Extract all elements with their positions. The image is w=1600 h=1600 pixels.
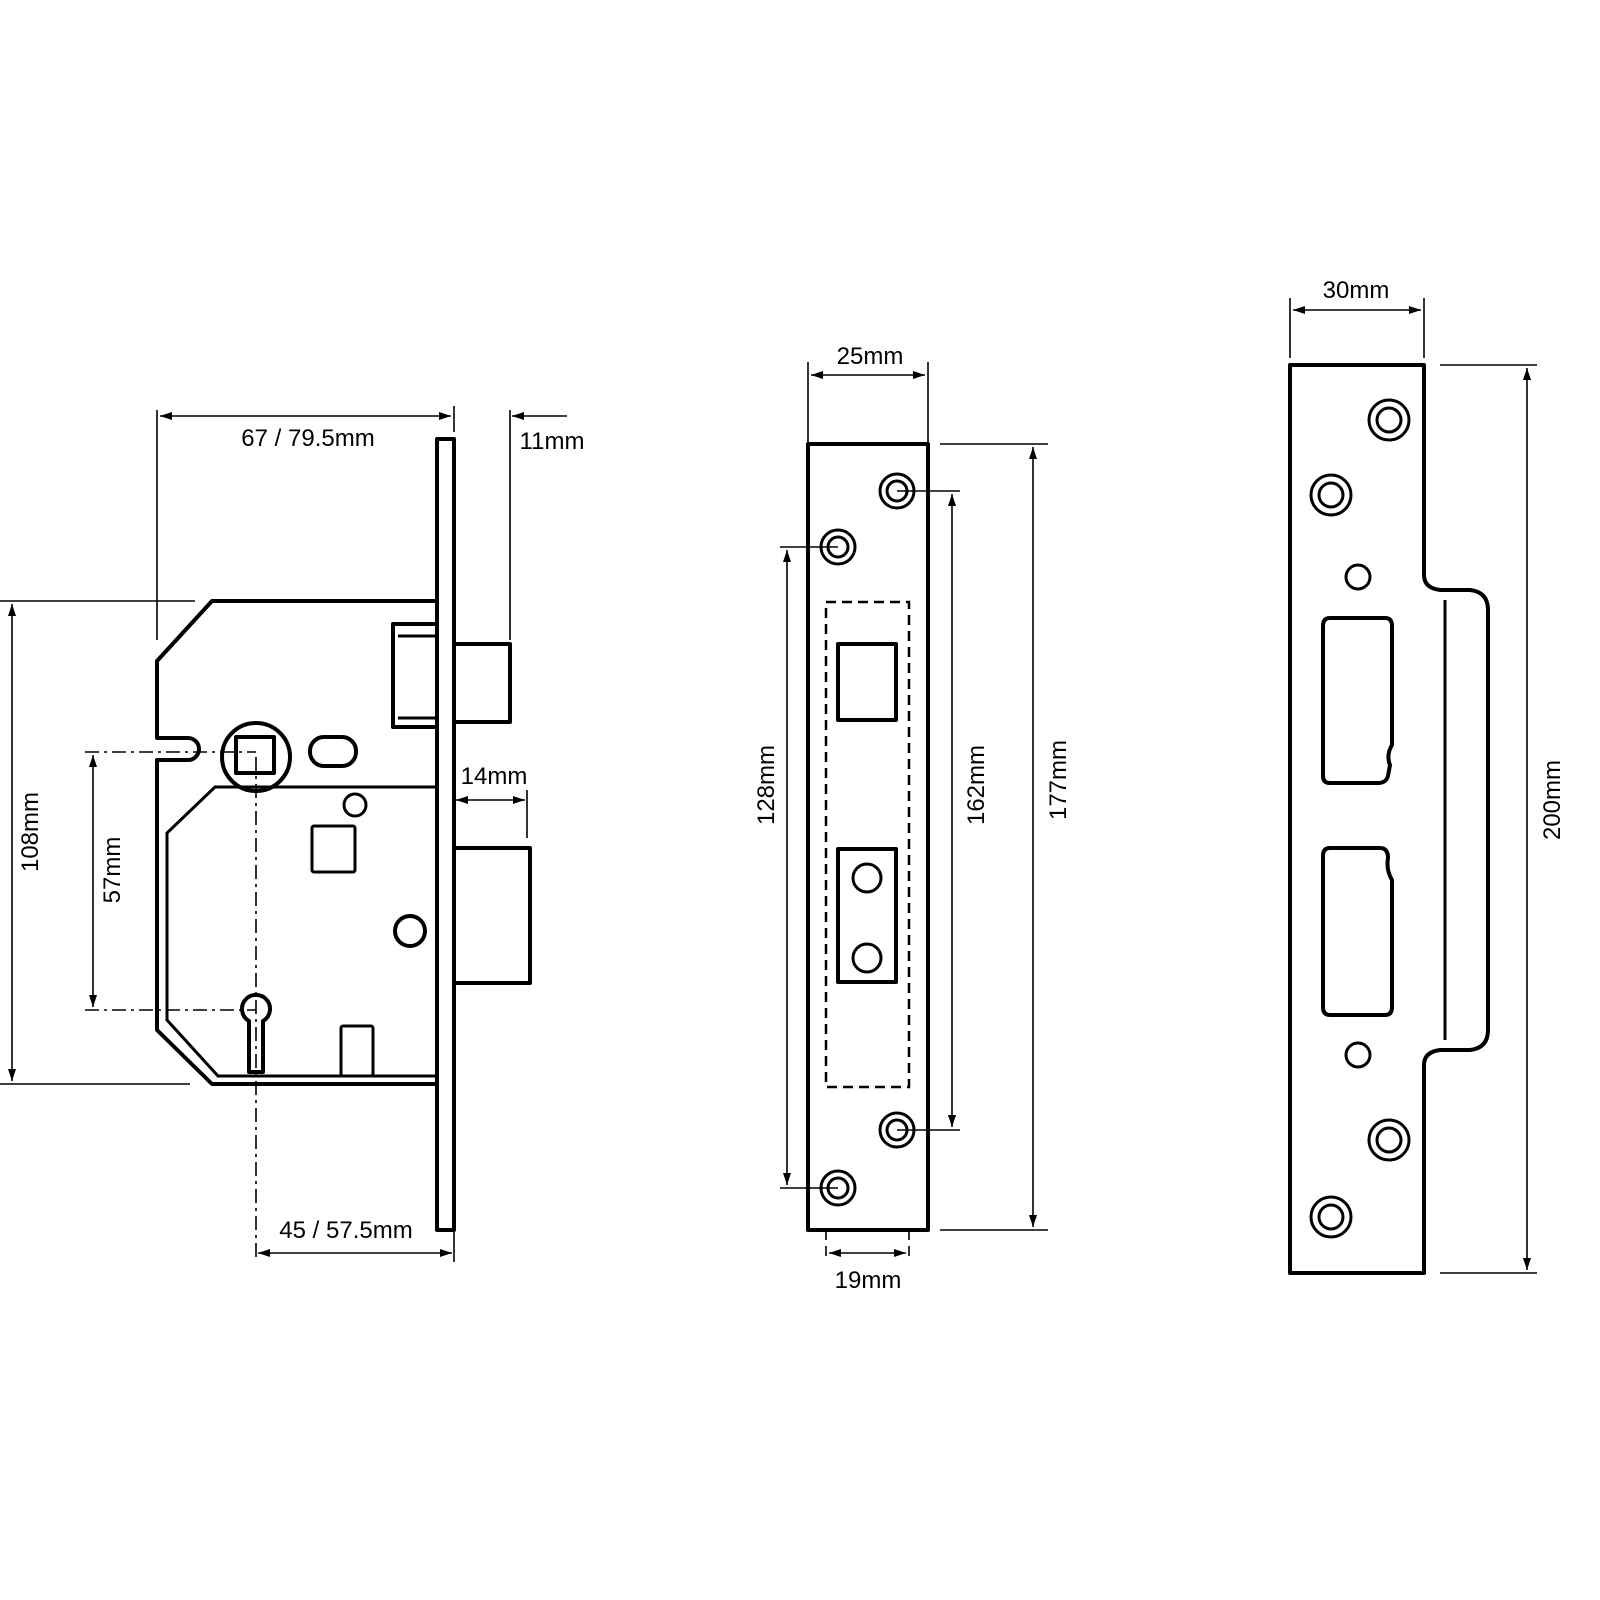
latch-projection-label: 11mm bbox=[520, 428, 585, 455]
follower-square bbox=[234, 735, 276, 775]
latch-opening bbox=[836, 847, 898, 984]
screw-hole-icon bbox=[1309, 398, 1411, 1239]
forend-drawing: 25mm 177mm 162mm 128mm 19mm bbox=[753, 343, 1072, 1294]
forend-height-label: 177mm bbox=[1045, 740, 1072, 820]
inner-fixing-centres-label: 128mm bbox=[753, 745, 780, 825]
lever-slot bbox=[339, 1024, 375, 1078]
dead-bolt bbox=[452, 846, 532, 985]
centres-label: 57mm bbox=[99, 837, 126, 904]
latch-housing bbox=[391, 622, 439, 729]
fixing-hole bbox=[393, 914, 427, 948]
strike-height-label: 200mm bbox=[1539, 760, 1566, 840]
latch-bolt bbox=[452, 642, 512, 724]
case-outline-hidden bbox=[824, 600, 911, 1089]
deadbolt-recess bbox=[1321, 616, 1394, 785]
lock-inner-plate bbox=[165, 785, 437, 1078]
forend-plate bbox=[806, 442, 930, 1232]
forend-width-label: 25mm bbox=[837, 343, 904, 370]
lock-width-label: 67 / 79.5mm bbox=[241, 425, 374, 452]
sashlock-drawing: 67 / 79.5mm 11mm 14mm 108mm 57mm 45 / 57… bbox=[0, 406, 584, 1262]
square-cutout bbox=[310, 824, 357, 874]
case-width-label: 19mm bbox=[835, 1267, 902, 1294]
strike-width-label: 30mm bbox=[1323, 277, 1390, 304]
case-height-label: 108mm bbox=[17, 792, 44, 872]
screw-hole-icon bbox=[819, 472, 916, 1207]
small-hole bbox=[342, 792, 368, 818]
outer-fixing-centres-label: 162mm bbox=[963, 745, 990, 825]
strike-plate-drawing: 30mm 200mm bbox=[1288, 277, 1566, 1275]
strike-plate-outline bbox=[1288, 363, 1490, 1275]
backset-label: 45 / 57.5mm bbox=[279, 1217, 412, 1244]
deadbolt-opening bbox=[836, 642, 898, 722]
latch-recess bbox=[1321, 846, 1394, 1017]
keyhole bbox=[240, 992, 272, 1074]
lock-case-outline bbox=[155, 599, 437, 1086]
lock-faceplate bbox=[435, 437, 456, 1232]
bolt-throw-label: 14mm bbox=[461, 763, 528, 790]
oval-slot bbox=[308, 735, 358, 768]
